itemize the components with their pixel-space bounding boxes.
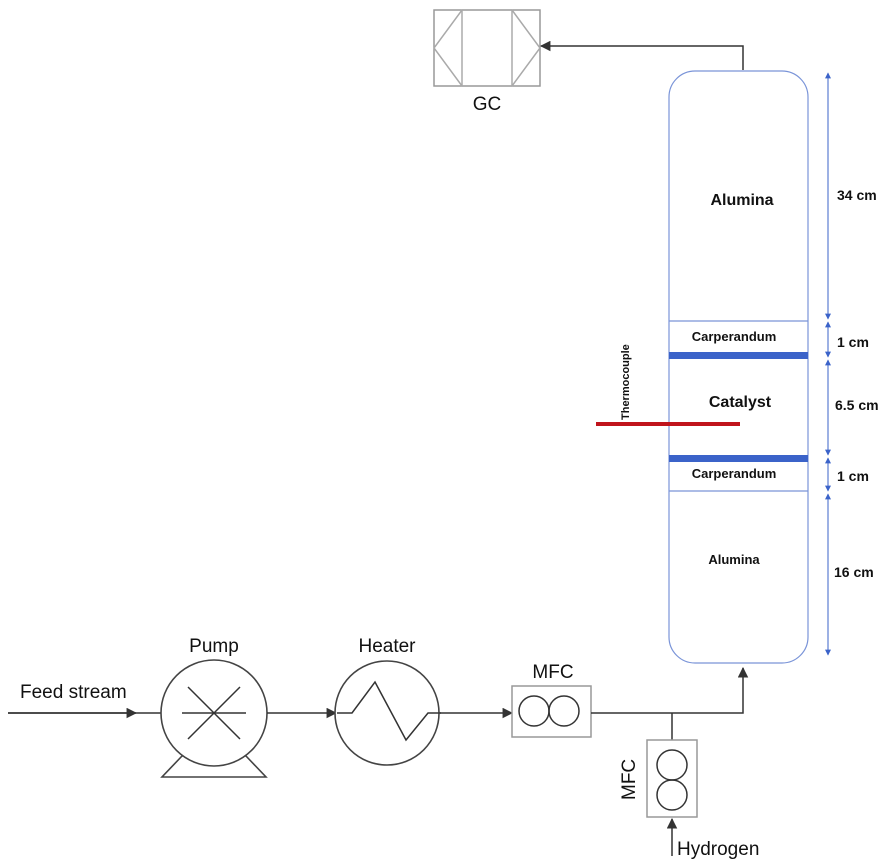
gc-inlet-line [539, 40, 744, 70]
mfc-main-box [511, 685, 592, 738]
mfc-to-reactor-line [591, 666, 749, 714]
dim-catalyst: 6.5 cm [835, 397, 879, 413]
mfc-main-unit: MFC [511, 662, 592, 738]
pump-label: Pump [189, 636, 239, 657]
reactor-outline [668, 70, 809, 664]
dim-alumina-bottom: 16 cm [834, 564, 874, 580]
mfc-main-label: MFC [532, 662, 573, 683]
feed-stream-label: Feed stream [20, 682, 127, 703]
dimension-lines: 34 cm 1 cm 6.5 cm 1 cm 16 cm [825, 72, 879, 656]
pump-unit: Pump [160, 636, 268, 778]
gc-box [433, 9, 541, 87]
zone-alumina-bottom: Alumina [708, 552, 760, 567]
gc-unit: GC [433, 9, 541, 115]
mfc-hydrogen-label: MFC [619, 759, 640, 800]
dim-carperandum-bottom: 1 cm [837, 468, 869, 484]
mfc-hydrogen-box [646, 739, 698, 818]
zone-catalyst: Catalyst [709, 394, 772, 411]
zone-carperandum-bottom: Carperandum [692, 466, 777, 481]
hydrogen-label: Hydrogen [677, 839, 759, 860]
gc-label: GC [473, 94, 502, 115]
zone-alumina-top: Alumina [710, 192, 773, 209]
heater-coil-icon [337, 680, 441, 742]
mfc-hydrogen-unit: MFC [619, 713, 698, 818]
mfc-main-rotor-right-icon [548, 695, 580, 727]
mfc-hydrogen-rotor-bottom-icon [656, 779, 688, 811]
reactor-column: Alumina Carperandum Catalyst Carperandum… [668, 70, 809, 664]
support-plate-top [669, 352, 808, 359]
dim-alumina-top: 34 cm [837, 187, 877, 203]
dim-carperandum-top: 1 cm [837, 334, 869, 350]
thermocouple-label: Thermocouple [620, 344, 632, 420]
support-plate-bottom [669, 455, 808, 462]
heater-label: Heater [358, 636, 416, 657]
zone-carperandum-top: Carperandum [692, 329, 777, 344]
heater-unit: Heater [334, 636, 441, 766]
